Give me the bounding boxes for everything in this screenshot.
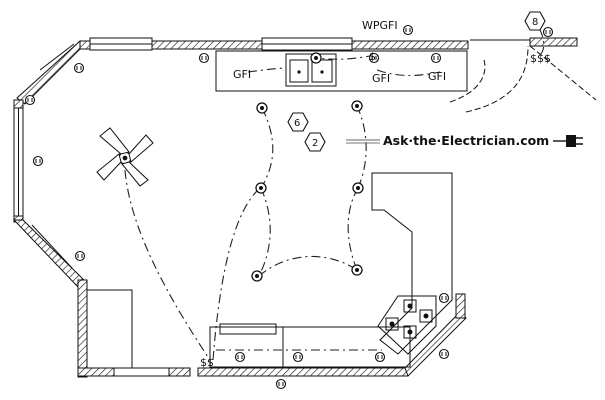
recessed-light — [352, 182, 364, 194]
bottom-wall-right — [197, 367, 409, 377]
sink — [285, 53, 337, 87]
labels: WPGFI GFI GFI GFI $ $$$ $$ — [200, 19, 551, 369]
pantry — [87, 289, 133, 368]
plug-icon — [566, 135, 576, 147]
walls — [12, 37, 578, 378]
ask-the-electrician-logo: Ask·the·Electrician.com — [346, 133, 583, 148]
receptacle — [74, 250, 86, 262]
bay-wall-upper — [16, 39, 81, 105]
receptacle — [32, 155, 44, 167]
receptacle — [234, 351, 246, 363]
wiring — [124, 29, 545, 361]
key-marker-6: 6 — [287, 112, 309, 132]
switch-label-bottom: $$ — [200, 356, 214, 369]
logo-text: Ask·the·Electrician.com — [383, 133, 549, 148]
receptacles — [24, 24, 554, 390]
peninsula-diagonal-wall — [404, 311, 467, 377]
receptacle — [368, 52, 380, 64]
receptacle — [438, 292, 450, 304]
recessed-light — [251, 270, 263, 282]
bottom-door-opening — [113, 367, 170, 377]
receptacle — [198, 52, 210, 64]
cooktop — [377, 295, 437, 355]
key-marker-2: 2 — [304, 132, 326, 152]
peninsula-counter — [371, 172, 453, 355]
key-marker-8: 8 — [524, 11, 546, 31]
receptacle — [430, 52, 442, 64]
svg-text:6: 6 — [294, 118, 300, 129]
wpgfi-label: WPGFI — [362, 19, 398, 32]
lower-counter — [209, 326, 411, 368]
gfi-label-mid: GFI — [372, 72, 390, 85]
receptacle — [24, 94, 36, 106]
receptacle — [73, 62, 85, 74]
left-lower-wall — [77, 279, 88, 378]
bay-wall-lower — [12, 219, 85, 288]
receptacle — [402, 24, 414, 36]
top-right-wall — [529, 37, 578, 47]
receptacle — [542, 26, 554, 38]
receptacle — [292, 351, 304, 363]
right-peninsula-wall — [455, 293, 466, 319]
ceiling-fan — [96, 127, 154, 187]
receptacle — [374, 351, 386, 363]
switch-label-triple: $$$ — [530, 52, 551, 65]
recessed-light — [351, 100, 363, 112]
gfi-label-left: GFI — [233, 68, 251, 81]
recessed-light — [255, 182, 267, 194]
recessed-light — [310, 52, 322, 64]
upper-counter — [215, 50, 468, 92]
key-markers: 6 2 8 — [287, 11, 546, 152]
receptacle — [275, 378, 287, 390]
recessed-light — [351, 264, 363, 276]
recessed-light — [256, 102, 268, 114]
door — [449, 39, 597, 113]
recessed-lights — [251, 52, 364, 282]
dishwasher — [219, 323, 277, 335]
gfi-label-right: GFI — [428, 70, 446, 83]
svg-text:8: 8 — [532, 17, 538, 28]
switch-label-top: $ — [369, 50, 376, 63]
countertops — [209, 50, 468, 368]
svg-text:2: 2 — [312, 138, 318, 149]
receptacle — [438, 348, 450, 360]
